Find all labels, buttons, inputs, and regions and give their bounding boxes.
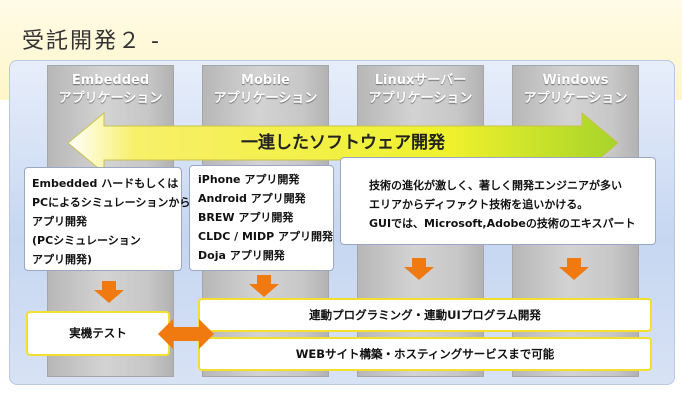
mobile-description-box: iPhone アプリ開発 Android アプリ開発 BREW アプリ開発 CL… bbox=[189, 165, 334, 271]
down-arrow-icon bbox=[559, 258, 589, 280]
embedded-line: PCによるシミュレーションから bbox=[32, 196, 191, 209]
down-arrow-icon bbox=[249, 275, 279, 297]
mobile-line: iPhone アプリ開発 bbox=[198, 173, 300, 186]
column-title-line2: アプリケーション bbox=[58, 91, 163, 106]
mobile-line: Doja アプリ開発 bbox=[198, 249, 285, 262]
mobile-line: CLDC / MIDP アプリ開発 bbox=[198, 230, 334, 243]
column-title-line1: Linuxサーバー bbox=[374, 73, 467, 88]
embedded-line: アプリ開発 bbox=[32, 215, 87, 228]
linked-programming-box: 連動プログラミング・連動UIプログラム開発 bbox=[198, 298, 652, 332]
mobile-line: BREW アプリ開発 bbox=[198, 211, 294, 224]
column-title-line1: Windows bbox=[542, 73, 609, 88]
embedded-line: (PCシミュレーション bbox=[32, 234, 141, 247]
down-arrow-icon bbox=[404, 258, 434, 280]
gui-line: GUIでは、Microsoft,Adobeの技術のエキスパート bbox=[369, 217, 636, 230]
column-title: Linuxサーバー アプリケーション bbox=[358, 72, 483, 108]
device-test-box: 実機テスト bbox=[26, 311, 170, 356]
column-title-line2: アプリケーション bbox=[213, 91, 318, 106]
column-title-line1: Mobile bbox=[241, 73, 290, 88]
column-title-line2: アプリケーション bbox=[368, 91, 473, 106]
embedded-description-box: Embedded ハードもしくは PCによるシミュレーションから アプリ開発 (… bbox=[24, 167, 191, 271]
embedded-line: Embedded ハードもしくは bbox=[32, 177, 179, 190]
gui-line: 技術の進化が激しく、著しく開発エンジニアが多い bbox=[369, 179, 622, 192]
bidirectional-arrow-icon bbox=[158, 319, 214, 349]
main-arrow-label: 一連したソフトウェア開発 bbox=[241, 133, 445, 153]
embedded-line: アプリ開発) bbox=[32, 253, 93, 266]
gui-line: エリアからディファクト技術を追いかける。 bbox=[369, 198, 589, 211]
down-arrow-icon bbox=[94, 281, 124, 303]
mobile-line: Android アプリ開発 bbox=[198, 192, 306, 205]
column-title: Mobile アプリケーション bbox=[203, 72, 328, 108]
column-title-line2: アプリケーション bbox=[523, 91, 628, 106]
gui-description-box: 技術の進化が激しく、著しく開発エンジニアが多い エリアからディファクト技術を追い… bbox=[340, 157, 656, 245]
page-title: 受託開発２ - bbox=[22, 29, 161, 54]
column-title-line1: Embedded bbox=[71, 73, 150, 88]
web-hosting-box: WEBサイト構築・ホスティングサービスまで可能 bbox=[198, 337, 652, 371]
column-title: Embedded アプリケーション bbox=[48, 72, 173, 108]
column-title: Windows アプリケーション bbox=[513, 72, 638, 108]
